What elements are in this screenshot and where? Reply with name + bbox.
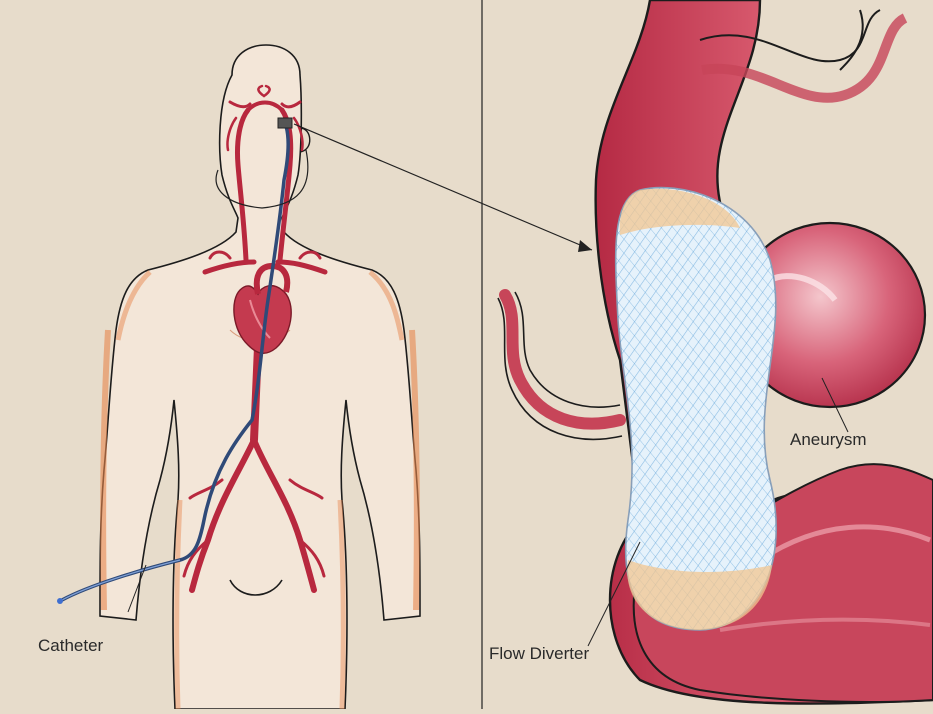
zoom-arrow xyxy=(294,124,592,250)
flow-diverter-stent-illustration xyxy=(616,188,776,630)
catheter-label: Catheter xyxy=(38,636,103,656)
flow-diverter-label: Flow Diverter xyxy=(489,644,589,664)
aneurysm-label: Aneurysm xyxy=(790,430,867,450)
human-body xyxy=(57,45,420,709)
